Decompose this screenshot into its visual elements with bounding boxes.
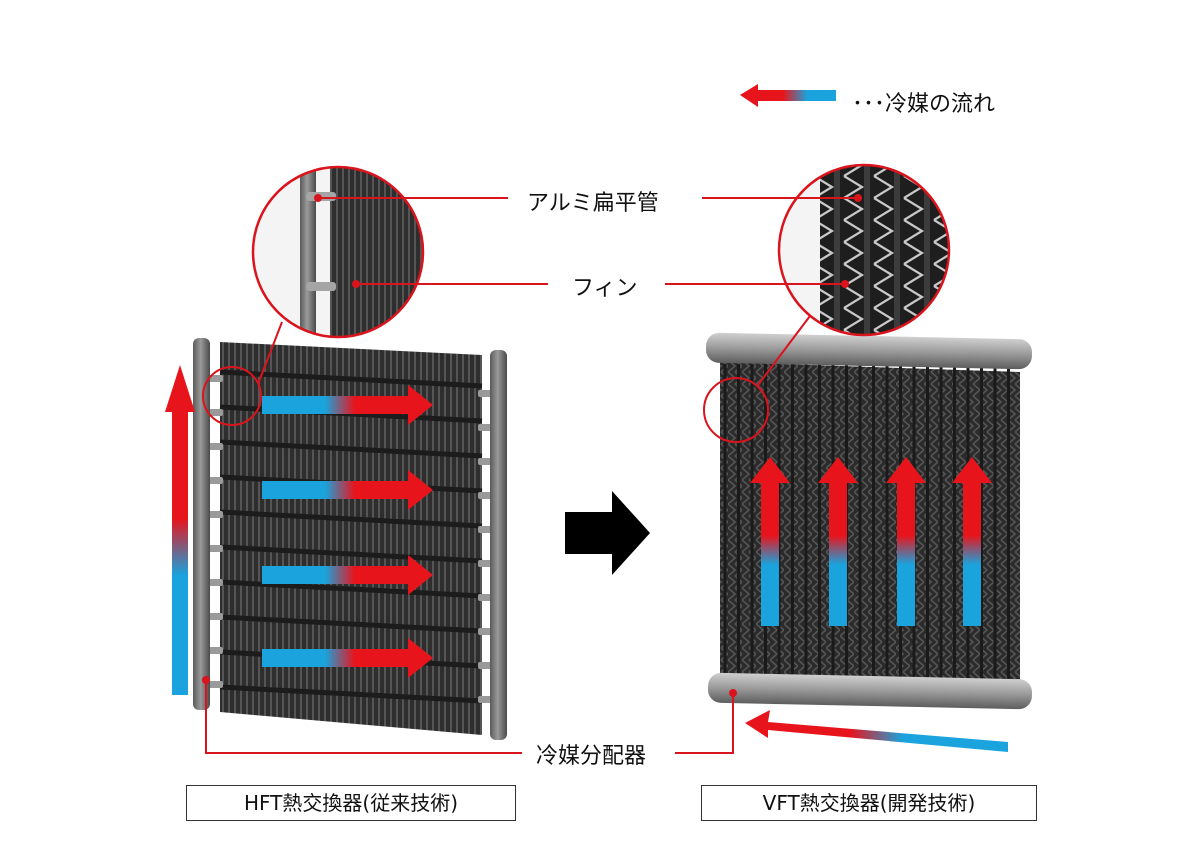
flat-tube-leader-dot — [314, 194, 322, 202]
distributor-leader-dot — [202, 676, 210, 684]
vft-flow-arrow-head — [818, 457, 858, 483]
hft-flow-arrow-bar — [262, 481, 412, 499]
hft-tube-stub — [207, 579, 223, 586]
legend-arrow — [740, 84, 836, 107]
hft-tube-stub — [478, 424, 492, 431]
hft-flat-tube — [219, 439, 483, 459]
hft-tube-stub — [478, 594, 492, 601]
hft-flat-tube — [219, 579, 483, 599]
hft-flow-arrow-head — [408, 638, 433, 678]
transition-arrow — [565, 491, 650, 575]
hft-zoom-content — [253, 167, 423, 337]
hft-tube-stub — [478, 662, 492, 669]
hft-flat-tube — [219, 614, 483, 634]
hft-tube-stub — [207, 443, 223, 450]
fin-leader-dot — [841, 280, 849, 288]
vft-flow-arrow-head — [750, 457, 790, 483]
hft-flow-arrow-head — [408, 555, 433, 595]
legend-text: ･･･冷媒の流れ — [852, 92, 996, 117]
vft-inflow-arrow — [745, 710, 1008, 752]
hft-flat-tube — [219, 509, 483, 529]
hft-tube-stub — [207, 409, 223, 416]
hft-tube-stub — [478, 390, 492, 397]
hft-flat-tube — [219, 684, 483, 704]
hft-detail-circle — [202, 366, 262, 426]
hft-caption: HFT熱交換器(従来技術) — [243, 791, 458, 815]
hft-flat-tube — [219, 369, 483, 389]
hft-tube-stub — [207, 477, 223, 484]
hft-right-header — [490, 350, 507, 740]
hft-tube-stub — [478, 526, 492, 533]
vft-zoom-content — [779, 165, 949, 335]
hft-tube-stub — [207, 613, 223, 620]
vft-zoom-fins — [820, 165, 949, 335]
hft-flat-tube — [219, 544, 483, 564]
vft-caption: VFT熱交換器(開発技術) — [762, 791, 976, 815]
hft-flow-arrow-bar — [262, 566, 412, 584]
hft-tube-stub — [478, 492, 492, 499]
fin-label: フィン — [572, 276, 638, 301]
hft-flow-arrow-bar — [262, 396, 412, 414]
vft-bottom-header — [707, 672, 1033, 710]
hft-caption-box: HFT熱交換器(従来技術) — [186, 785, 516, 821]
hft-tube-stub — [478, 628, 492, 635]
hft-zoom-header — [300, 167, 316, 337]
vft-flow-arrow-bar — [829, 480, 847, 626]
vft-core — [720, 362, 1020, 692]
hft-vertical-flow-bar — [172, 410, 188, 695]
hft-tube-stub — [478, 696, 492, 703]
distributor-label: 冷媒分配器 — [536, 744, 647, 769]
vft-caption-box: VFT熱交換器(開発技術) — [701, 785, 1037, 821]
distributor-leader-right — [675, 693, 734, 754]
distributor-leader-left — [205, 680, 522, 754]
hft-vertical-flow-head — [165, 365, 195, 412]
hft-flow-arrow-bar — [262, 649, 412, 667]
vft-flow-arrow-bar — [963, 480, 981, 626]
hft-flow-arrow-head — [408, 385, 433, 425]
vft-flow-arrow-bar — [761, 480, 779, 626]
hft-left-header — [193, 338, 210, 710]
hft-tube-stub — [478, 458, 492, 465]
hft-core — [220, 342, 482, 735]
vft-top-header — [705, 332, 1033, 370]
hft-flow-arrow-head — [408, 470, 433, 510]
vft-flow-arrow-bar — [897, 480, 915, 626]
fin-leader-dot — [352, 280, 360, 288]
hft-zoom-circle — [251, 165, 425, 339]
hft-tube-stub — [207, 647, 223, 654]
hft-tube-stub — [207, 545, 223, 552]
hft-tube-stub — [207, 681, 223, 688]
flat-tube-leader-dot — [854, 194, 862, 202]
hft-zoom-leader — [257, 321, 283, 385]
hft-tube-stub — [207, 511, 223, 518]
vft-flow-arrow-head — [952, 457, 992, 483]
vft-zoom-circle — [777, 163, 951, 337]
distributor-leader-dot — [729, 689, 737, 697]
vft-detail-circle — [703, 377, 769, 443]
hft-tube-stub — [478, 560, 492, 567]
vft-flow-arrow-head — [886, 457, 926, 483]
hft-zoom-tube — [306, 282, 336, 291]
flat-tube-label: アルミ扁平管 — [527, 191, 659, 216]
